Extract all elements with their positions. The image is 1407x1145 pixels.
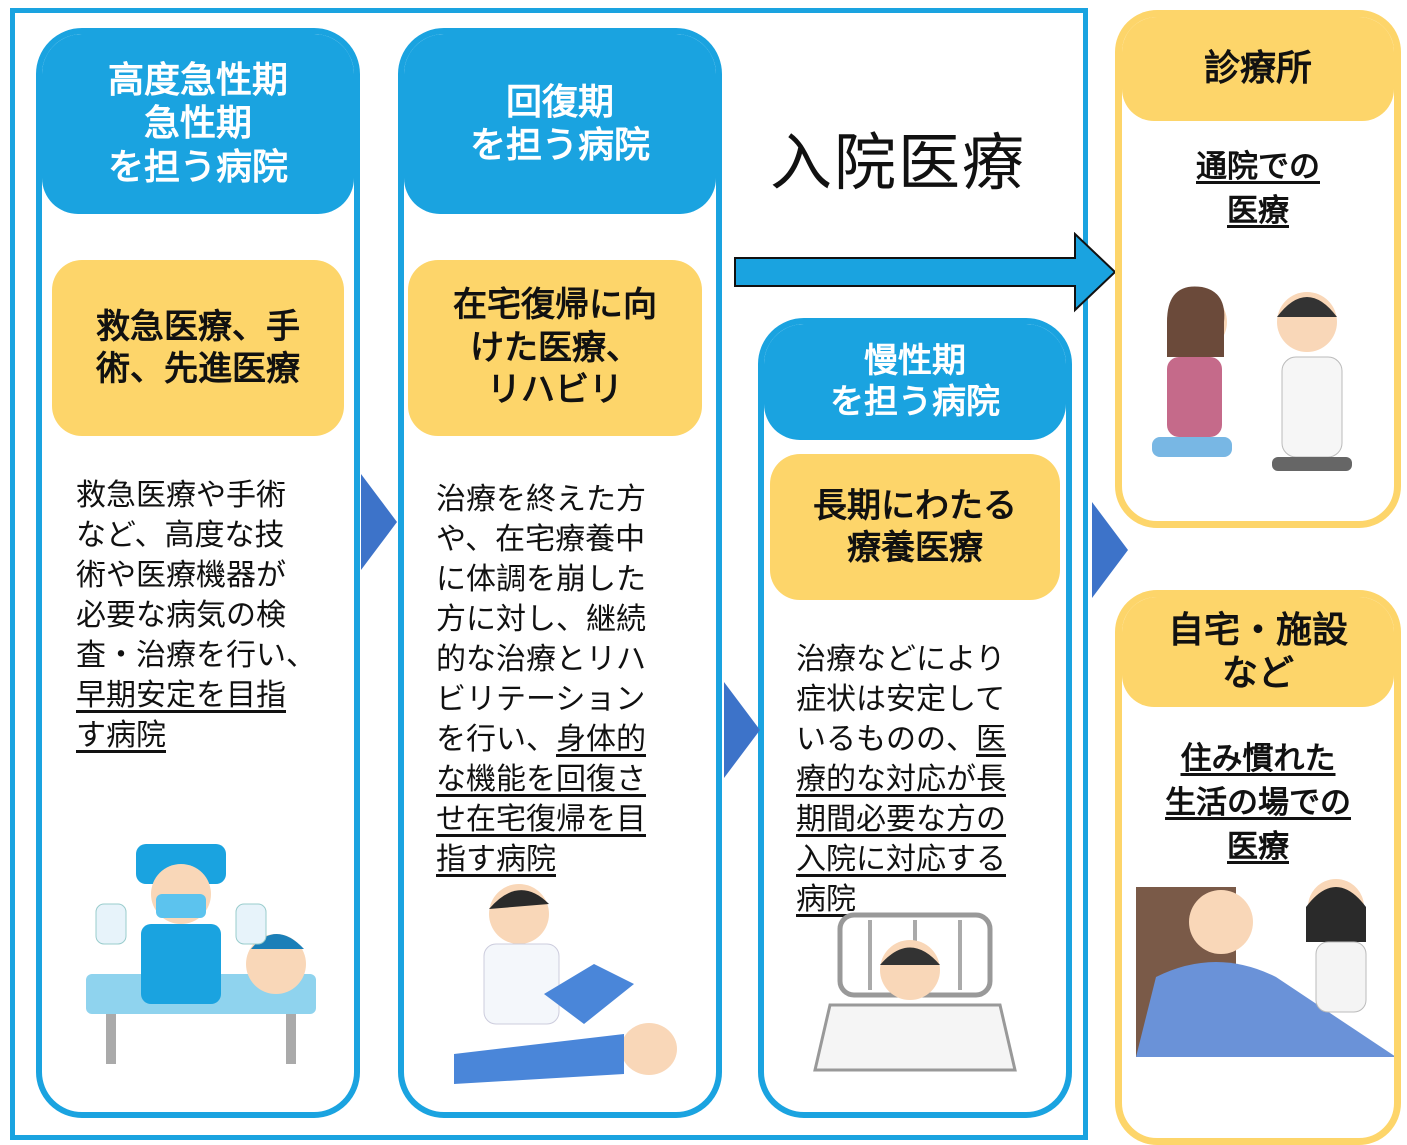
recovery-description: 治療を終えた方 や、在宅療養中 に体調を崩した 方に対し、継続 的な治療とリハ …	[436, 482, 646, 877]
flow-triangle-icon-3	[1092, 502, 1128, 598]
rehabilitation-illustration	[454, 884, 677, 1084]
surgery-illustration	[86, 844, 316, 1064]
acute-description: 救急医療や手術 など、高度な技 術や医療機器が 必要な病気の検 査・治療を行い、…	[76, 478, 316, 753]
clinic-subtitle: 通院での 医療	[1196, 149, 1320, 229]
recovery-hospital-header: 回復期 を担う病院	[404, 34, 716, 214]
recovery-hospital-column: 回復期 を担う病院 在宅復帰に向 けた医療、 リハビリ 治療を終えた方 や、在宅…	[398, 28, 722, 1118]
recovery-role-box: 在宅復帰に向 けた医療、 リハビリ	[408, 260, 702, 436]
main-title: 入院医療	[770, 126, 1027, 199]
flow-triangle-icon-1	[361, 474, 397, 570]
right-arrow-icon	[734, 232, 1117, 313]
inpatient-frame	[10, 8, 1088, 1140]
clinic-column: 診療所 通院での 医療	[1115, 10, 1401, 528]
acute-hospital-header: 高度急性期 急性期 を担う病院	[42, 34, 354, 214]
chronic-hospital-header: 慢性期 を担う病院	[764, 324, 1066, 440]
doctor-consultation-illustration	[1152, 286, 1352, 471]
clinic-header: 診療所	[1122, 17, 1394, 121]
acute-role-box: 救急医療、手 術、先進医療	[52, 260, 344, 436]
chronic-description: 治療などにより 症状は安定して いるものの、医 療的な対応が長 期間必要な方の …	[796, 642, 1006, 917]
home-header: 自宅・施設 など	[1122, 597, 1394, 707]
chronic-role-box: 長期にわたる 療養医療	[770, 454, 1060, 600]
flow-triangle-icon-2	[724, 682, 760, 778]
home-column: 自宅・施設 など 住み慣れた 生活の場での 医療	[1115, 590, 1401, 1145]
home-subtitle: 住み慣れた 生活の場での 医療	[1165, 741, 1351, 865]
acute-hospital-column: 高度急性期 急性期 を担う病院 救急医療、手 術、先進医療 救急医療や手術 など…	[36, 28, 360, 1118]
chronic-hospital-column: 慢性期 を担う病院 長期にわたる 療養医療 治療などにより 症状は安定して いる…	[758, 318, 1072, 1118]
hospital-bed-illustration	[813, 912, 1017, 1072]
home-care-illustration	[1136, 879, 1394, 1057]
